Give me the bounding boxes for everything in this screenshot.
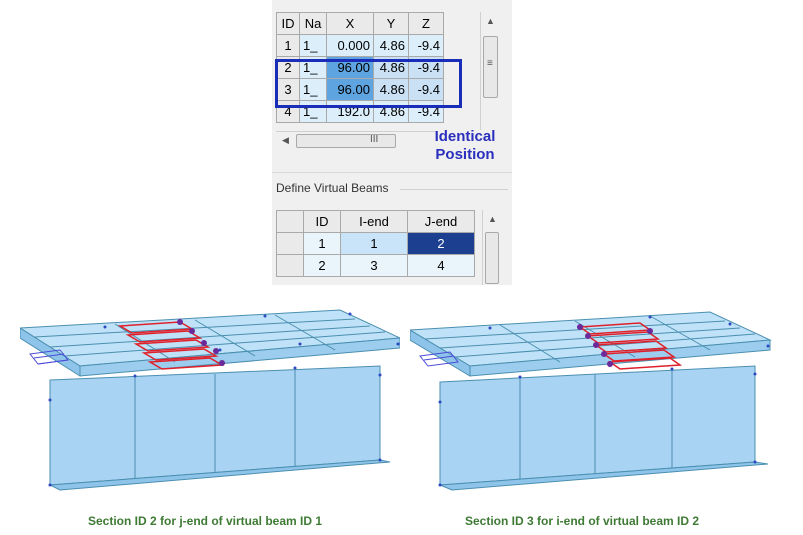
corner-cell — [276, 210, 304, 233]
caption-left: Section ID 2 for j-end of virtual beam I… — [88, 514, 323, 528]
highlighted-section — [577, 322, 683, 370]
deck-line — [49, 325, 371, 348]
bottom-flange — [439, 461, 769, 491]
axis-glyph-icon — [419, 351, 459, 367]
table-row[interactable]: 1 1_ 0.000 4.86 -9.4 — [276, 34, 444, 57]
deck-line — [649, 315, 711, 351]
cell-jend[interactable]: 2 — [407, 232, 475, 255]
hscroll-grip: III — [370, 134, 379, 145]
col-y-header[interactable]: Y — [373, 12, 409, 35]
col-z-header[interactable]: Z — [408, 12, 444, 35]
deck-line — [34, 318, 356, 338]
deck-line — [64, 331, 386, 357]
axis-glyph-icon — [29, 349, 69, 365]
hscroll-thumb[interactable] — [296, 134, 396, 148]
deck-line — [454, 333, 756, 358]
deck-line — [194, 319, 256, 357]
cell-z[interactable]: -9.4 — [408, 78, 444, 101]
cell-iend[interactable]: 3 — [340, 254, 408, 277]
row-id[interactable]: 3 — [276, 78, 300, 101]
caption-right: Section ID 3 for i-end of virtual beam I… — [465, 514, 700, 528]
col-name-header[interactable]: Na — [299, 12, 327, 35]
cell-z[interactable]: -9.4 — [408, 34, 444, 57]
deck-line — [424, 320, 726, 340]
identical-position-callout: Identical Position — [425, 128, 505, 164]
deck-front — [469, 339, 771, 377]
highlighted-section — [117, 321, 225, 370]
scroll-up-arrow-icon[interactable]: ▲ — [488, 214, 497, 224]
col-iend-header[interactable]: I-end — [340, 210, 408, 233]
cell-id[interactable]: 2 — [303, 254, 341, 277]
node-dots — [48, 312, 400, 487]
cell-y[interactable]: 4.86 — [373, 78, 409, 101]
virtual-beams-title: Define Virtual Beams — [276, 181, 389, 195]
table-row[interactable]: 1 1 2 — [276, 232, 475, 255]
node-dots — [438, 315, 770, 487]
cell-id[interactable]: 1 — [303, 232, 341, 255]
cell-x[interactable]: 0.000 — [326, 34, 374, 57]
cell-iend[interactable]: 1 — [340, 232, 408, 255]
beam-model-left — [20, 309, 400, 491]
cell-jend[interactable]: 4 — [407, 254, 475, 277]
scroll-left-arrow-icon[interactable]: ◀ — [282, 135, 289, 145]
callout-line-2: Position — [435, 146, 495, 163]
scroll-thumb[interactable] — [483, 36, 498, 98]
col-id-header[interactable]: ID — [303, 210, 341, 233]
callout-line-1: Identical — [434, 128, 496, 145]
scroll-up-arrow-icon[interactable]: ▲ — [486, 16, 495, 26]
cell-name[interactable]: 1_ — [299, 78, 327, 101]
virtual-beams-vscroll[interactable]: ▲ — [482, 210, 501, 285]
cell-name[interactable]: 1_ — [299, 34, 327, 57]
row-header[interactable] — [276, 254, 304, 277]
bottom-flange — [48, 459, 391, 491]
deck-line — [499, 324, 561, 363]
grip-icon: ≡ — [487, 58, 493, 69]
points-table-vscroll[interactable]: ▲ ≡ — [480, 12, 500, 130]
table-row[interactable]: 2 3 4 — [276, 254, 475, 277]
virtual-beams-header: ID I-end J-end — [276, 210, 475, 233]
node-points — [177, 319, 225, 366]
deck-front — [79, 337, 400, 377]
identical-rows-highlight — [275, 59, 462, 108]
deck-line — [274, 314, 336, 351]
table-row[interactable]: 3 1_ 96.00 4.86 -9.4 — [276, 78, 444, 101]
cell-x[interactable]: 96.00 — [326, 78, 374, 101]
col-id-header[interactable]: ID — [276, 12, 300, 35]
node-points — [577, 324, 653, 367]
row-id[interactable]: 1 — [276, 34, 300, 57]
cell-y[interactable]: 4.86 — [373, 34, 409, 57]
scroll-thumb[interactable] — [485, 232, 499, 284]
group-line — [400, 189, 508, 190]
virtual-beams-table: ID I-end J-end 1 1 2 2 3 4 — [276, 210, 475, 277]
row-header[interactable] — [276, 232, 304, 255]
beam-model-right — [410, 311, 772, 491]
points-table-header: ID Na X Y Z — [276, 12, 444, 35]
points-table: ID Na X Y Z 1 1_ 0.000 4.86 -9.4 2 1_ 96… — [276, 12, 444, 123]
col-jend-header[interactable]: J-end — [407, 210, 475, 233]
divider — [272, 172, 512, 173]
col-x-header[interactable]: X — [326, 12, 374, 35]
points-table-hscroll[interactable]: ◀ III — [276, 131, 436, 150]
